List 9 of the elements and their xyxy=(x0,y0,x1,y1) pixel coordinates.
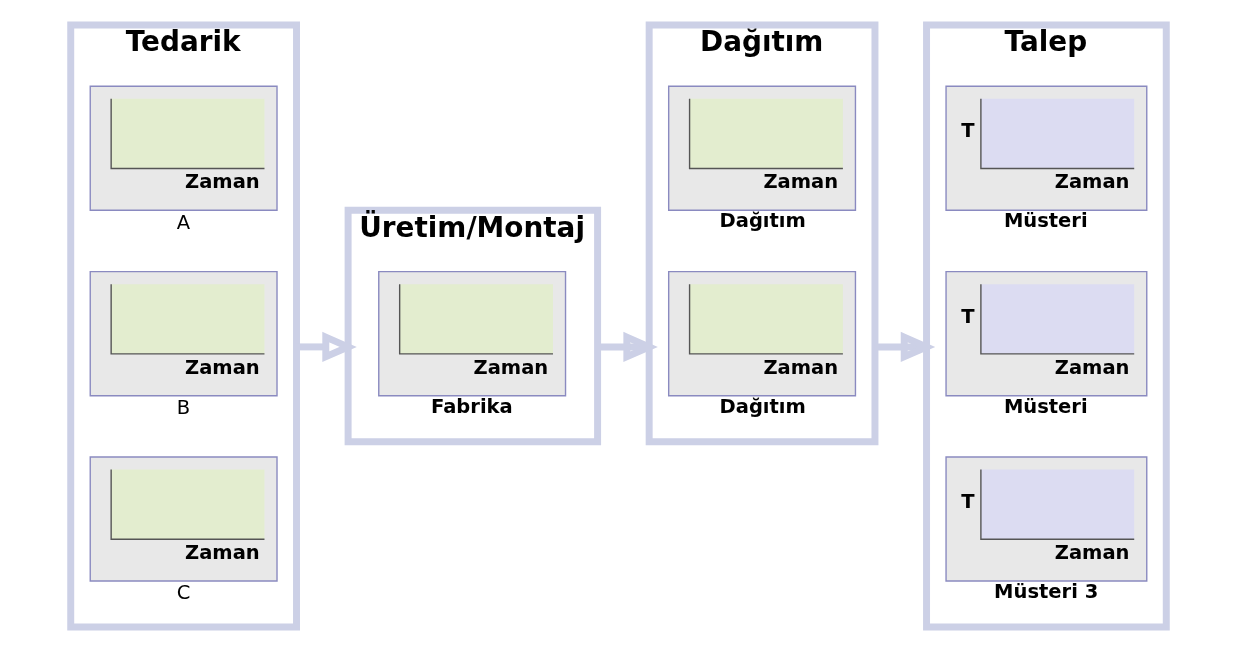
node-label: Müsteri 3 xyxy=(994,580,1099,604)
node-label: Dağıtım xyxy=(719,209,806,233)
node-label: A xyxy=(176,210,190,234)
node-label: Fabrika xyxy=(431,394,513,418)
node-label: Dağıtım xyxy=(719,394,806,418)
node-label: B xyxy=(176,396,191,420)
node-label: Müsteri xyxy=(1003,209,1088,233)
node-label: C xyxy=(176,581,191,605)
node-label: Müsteri xyxy=(1003,394,1088,418)
